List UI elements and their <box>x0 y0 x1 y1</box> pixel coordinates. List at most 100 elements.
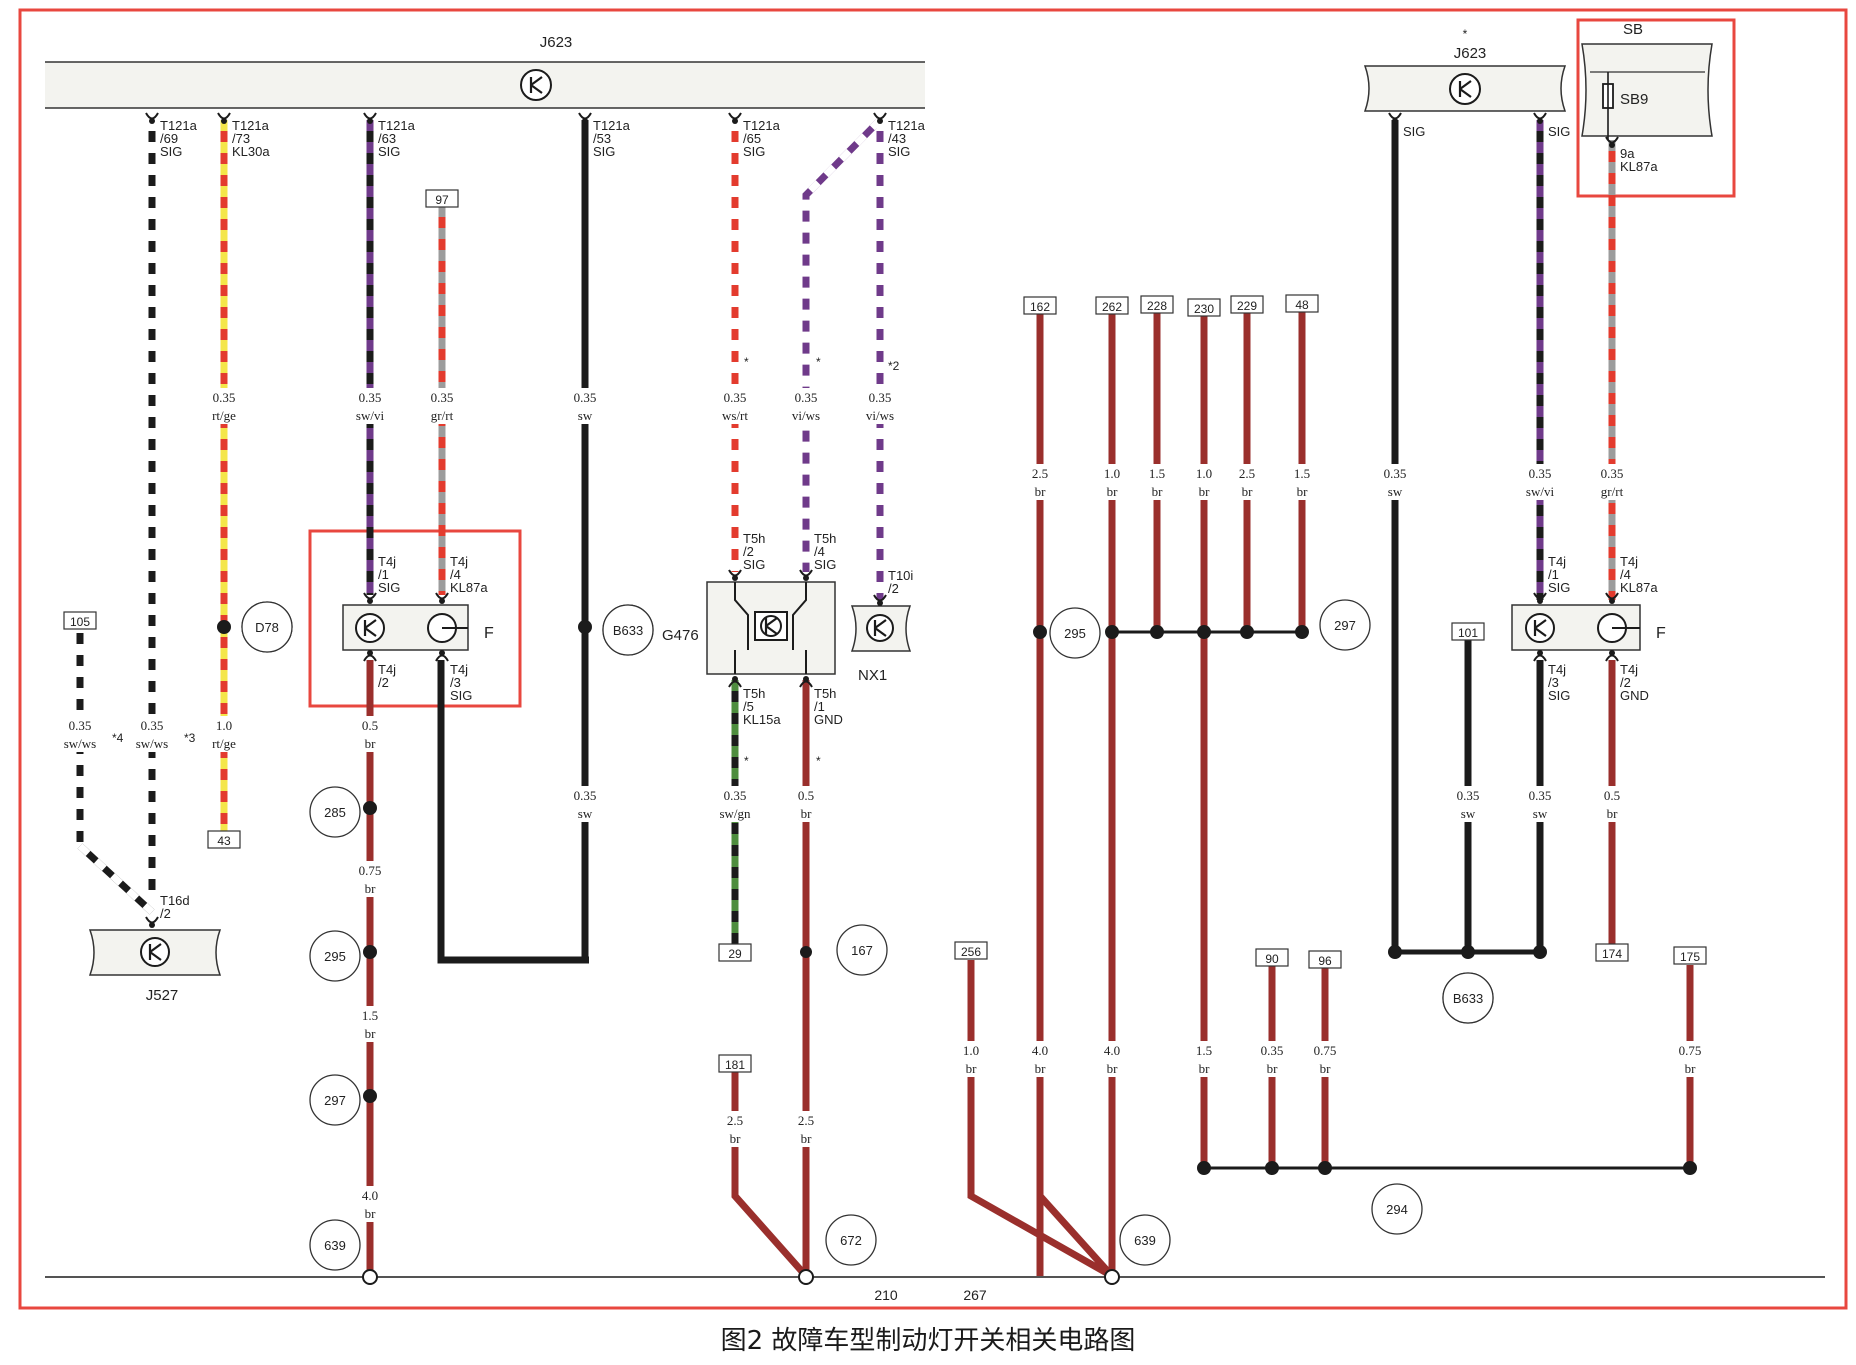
ref-box-r96: 96 <box>1308 950 1342 969</box>
terminal-label-line: /2 <box>1620 675 1631 690</box>
terminal-label-line: T5h <box>743 531 765 546</box>
component-name-g476: G476 <box>662 627 699 644</box>
node-ring <box>309 786 361 838</box>
figure-caption: 图2 故障车型制动灯开关相关电路图 <box>720 1326 1136 1356</box>
wire-spec-w_gnd5: 0.5br <box>782 786 830 822</box>
wire-spec-bg <box>200 388 248 424</box>
connector-pin <box>145 112 159 124</box>
pin-arc <box>363 112 377 120</box>
wire-gauge: 0.35 <box>1384 466 1407 481</box>
wire-color-code: gr/rt <box>431 408 454 423</box>
terminal-label-line: T5h <box>743 686 765 701</box>
wire-color-code: br <box>365 1206 377 1221</box>
connector-pin <box>435 592 449 604</box>
wire-spec-bg <box>561 388 609 424</box>
note-star: * <box>816 754 821 768</box>
wire-spec-w_rgnd: 0.5br <box>1588 786 1636 822</box>
ref-frame <box>1255 948 1289 967</box>
wire-spec-w_229: 2.5br <box>1223 464 1271 500</box>
wire-spec-bg <box>418 388 466 424</box>
terminal-label-line: SIG <box>450 688 472 703</box>
terminal-sig-r1: SIG <box>1403 124 1425 139</box>
component-name-j623-left: J623 <box>540 34 573 51</box>
pin-arc <box>217 112 231 120</box>
wire-spec-bg <box>1016 464 1064 500</box>
wire-gauge: 0.35 <box>1601 466 1624 481</box>
node-ring <box>1049 607 1101 659</box>
component-name-f-right: F <box>1656 625 1666 642</box>
terminal-label-line: SIG <box>160 144 182 159</box>
sensor-contacts <box>734 582 807 650</box>
ref-frame <box>1230 295 1264 314</box>
ecu-ring <box>1525 613 1555 643</box>
wire-gauge: 0.35 <box>1261 1043 1284 1058</box>
wire-spec-w_f2c: 1.5br <box>346 1006 394 1042</box>
terminal-label-line: T121a <box>743 118 781 133</box>
wire-base <box>1037 1193 1115 1279</box>
ref-box-r228: 228 <box>1140 295 1174 314</box>
pin-dot <box>803 575 809 581</box>
terminal-label-line: SIG <box>378 580 400 595</box>
page-ref-267: 267 <box>963 1287 987 1303</box>
junction-dot <box>1240 625 1254 639</box>
wire-spec-bg <box>1278 464 1326 500</box>
ref-frame <box>1595 943 1629 962</box>
terminal-label-line: /1 <box>814 699 825 714</box>
wire-gauge: 0.35 <box>1529 466 1552 481</box>
terminal-label-line: /2 <box>378 675 389 690</box>
pin-dot <box>732 118 738 124</box>
wire-f-sig-return <box>437 660 589 964</box>
ecu-symbol <box>866 614 894 642</box>
pin-dot <box>732 676 738 682</box>
ref-number: 48 <box>1295 298 1309 312</box>
terminal-sig-r2: SIG <box>1548 124 1570 139</box>
terminal-label-line: SIG <box>1403 124 1425 139</box>
ref-frame <box>207 830 241 849</box>
wire-spec-bg <box>1301 1041 1349 1077</box>
pin-dot <box>1537 650 1543 656</box>
highlight-box-brake-switch <box>308 529 522 708</box>
ref-box-r181: 181 <box>718 1054 752 1073</box>
wire-spec-w_162: 2.5br <box>1016 464 1064 500</box>
terminal-label-line: 9a <box>1620 146 1635 161</box>
wire-color-code: sw <box>1388 484 1403 499</box>
wire-spec-bg <box>711 388 759 424</box>
ref-number: 43 <box>217 834 231 848</box>
wire-color-code: ws/rt <box>722 408 748 423</box>
wire-spec-bg <box>346 1006 394 1042</box>
ecu-mark <box>873 619 887 637</box>
terminal-label-line: /2 <box>160 906 171 921</box>
terminal-label-line: T4j <box>378 662 396 677</box>
wire-color-code: br <box>801 806 813 821</box>
component-name-d78: D78 <box>255 620 279 635</box>
wire-spec-bg <box>711 1111 759 1147</box>
wire-color-code: vi/ws <box>866 408 894 423</box>
wire-spec-w_40a: 4.0br <box>1016 1041 1064 1077</box>
terminal-label-line: T121a <box>160 118 198 133</box>
wire-gauge: 0.35 <box>69 718 92 733</box>
junction-dot <box>1265 1161 1279 1175</box>
note-s4: *4 <box>112 731 124 745</box>
terminal-label-line: /2 <box>888 581 899 596</box>
pin-dot <box>1609 650 1615 656</box>
wire-color-code: sw/ws <box>136 736 169 751</box>
wire-gauge: 0.35 <box>141 718 164 733</box>
node-ring <box>836 924 888 976</box>
wire-spec-bg <box>1516 786 1564 822</box>
connector-pin <box>1605 650 1619 662</box>
terminal-label-line: SIG <box>378 144 400 159</box>
pin-dot <box>732 575 738 581</box>
terminal-label-line: /3 <box>450 675 461 690</box>
wire-color-code: br <box>1685 1061 1697 1076</box>
terminal-label-line: /43 <box>888 131 906 146</box>
wire-color-code: br <box>1242 484 1254 499</box>
wire-gauge: 1.0 <box>1196 466 1212 481</box>
